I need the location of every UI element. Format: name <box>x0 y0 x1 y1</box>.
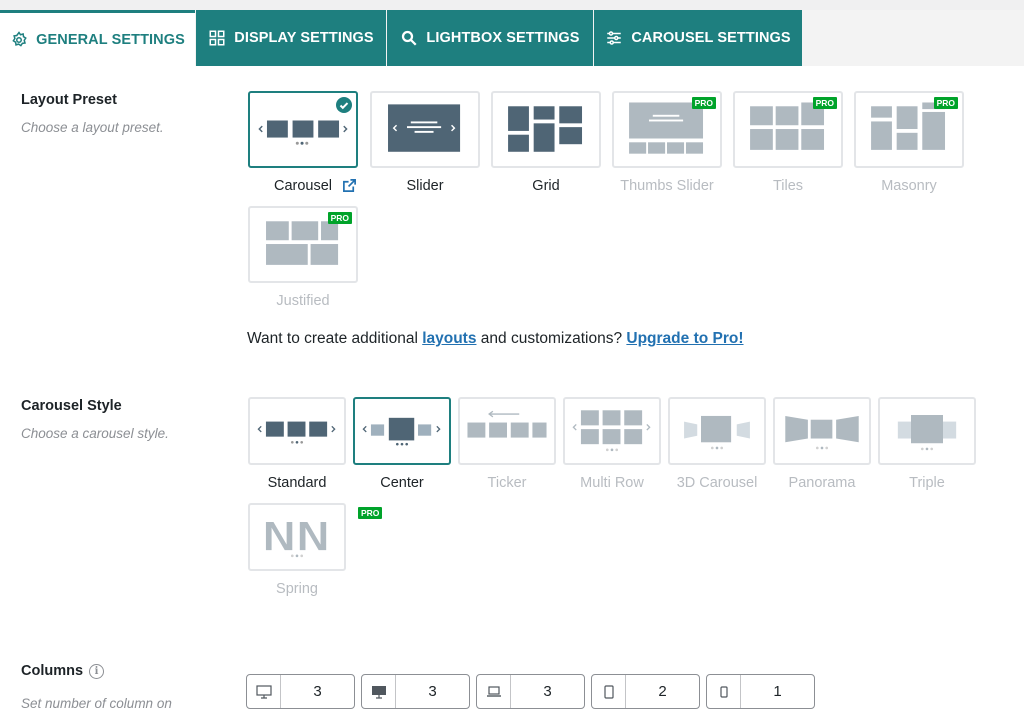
gear-icon <box>12 30 27 47</box>
carousel-style-standard[interactable] <box>248 397 346 465</box>
carousel-style-label-text: Ticker <box>487 475 527 491</box>
mobile-icon <box>707 675 741 708</box>
panorama-preview-icon <box>785 415 859 450</box>
layout-option-label: Grid <box>532 178 560 194</box>
carousel-style-multi-row[interactable] <box>563 397 661 465</box>
tab-lightbox-settings[interactable]: LIGHTBOX SETTINGS <box>387 10 593 66</box>
checkmark-icon <box>336 97 352 113</box>
triple-preview-icon <box>897 415 957 451</box>
tab-carousel-settings[interactable]: CAROUSEL SETTINGS <box>594 10 802 66</box>
search-icon <box>402 30 417 46</box>
pro-badge: PRO <box>933 97 958 109</box>
grid-preview-icon <box>508 106 583 152</box>
tab-label: CAROUSEL SETTINGS <box>631 30 791 46</box>
columns-value[interactable]: 3 <box>428 683 437 700</box>
carousel-style-label: Carousel Style <box>21 398 122 414</box>
tablet-icon <box>592 675 626 708</box>
carousel-style-panorama[interactable] <box>773 397 871 465</box>
layout-option-label: Masonry <box>881 178 937 194</box>
layout-option-justified[interactable]: PRO <box>248 206 358 283</box>
layouts-link[interactable]: layouts <box>422 330 477 347</box>
ticker-preview-icon <box>467 410 547 438</box>
carousel-style-label-text: Triple <box>909 475 945 491</box>
justified-preview-icon <box>266 221 339 265</box>
masonry-preview-icon <box>871 102 946 150</box>
layout-option-label: Tiles <box>772 178 804 194</box>
slider-preview-icon <box>388 104 461 152</box>
columns-value[interactable]: 3 <box>543 683 552 700</box>
tab-general-settings[interactable]: GENERAL SETTINGS <box>0 10 195 66</box>
layout-option-tiles[interactable]: PRO <box>733 91 843 168</box>
carousel-style-center[interactable] <box>353 397 451 465</box>
large-desktop-icon <box>247 675 281 708</box>
layout-option-label: Thumbs Slider <box>620 178 714 194</box>
carousel-style-label-text: Panorama <box>788 475 856 491</box>
layout-option-slider[interactable] <box>370 91 480 168</box>
carousel-style-description: Choose a carousel style. <box>21 426 169 441</box>
standard-preview-icon <box>257 421 336 444</box>
carousel-style-label-text: Center <box>380 475 424 491</box>
pro-badge: PRO <box>691 97 716 109</box>
carousel-style-triple[interactable] <box>878 397 976 465</box>
grid-icon <box>209 30 225 46</box>
carousel-style-ticker[interactable] <box>458 397 556 465</box>
layout-option-thumbs-slider[interactable]: PRO <box>612 91 722 168</box>
columns-label: Columns <box>21 663 84 679</box>
columns-description: Set number of column on <box>21 696 172 711</box>
sliders-icon <box>607 31 622 45</box>
tab-label: LIGHTBOX SETTINGS <box>426 30 580 46</box>
layout-preset-description: Choose a layout preset. <box>21 120 164 135</box>
external-link-icon[interactable] <box>342 178 357 193</box>
layout-option-grid[interactable] <box>491 91 601 168</box>
carousel-style-label-text: Multi Row <box>580 475 644 491</box>
pro-badge: PRO <box>358 507 383 519</box>
carousel-style-label-text: 3D Carousel <box>676 475 758 491</box>
multi-row-preview-icon <box>572 410 651 452</box>
tab-label: DISPLAY SETTINGS <box>234 30 374 46</box>
info-icon[interactable]: i <box>89 664 104 679</box>
columns-desktop-field[interactable]: 3 <box>361 674 470 709</box>
tab-display-settings[interactable]: DISPLAY SETTINGS <box>196 10 386 66</box>
3d-carousel-preview-icon <box>684 415 750 450</box>
center-preview-icon <box>362 417 441 446</box>
columns-laptop-field[interactable]: 3 <box>476 674 585 709</box>
columns-mobile-field[interactable]: 1 <box>706 674 815 709</box>
pro-badge: PRO <box>327 212 352 224</box>
laptop-icon <box>477 675 511 708</box>
columns-value[interactable]: 1 <box>773 683 782 700</box>
tiles-preview-icon <box>750 102 825 150</box>
carousel-preview-icon <box>258 120 348 145</box>
carousel-style-3d-carousel[interactable] <box>668 397 766 465</box>
layout-option-label: Slider <box>406 178 444 194</box>
columns-value[interactable]: 3 <box>313 683 322 700</box>
upgrade-message: Want to create additional layouts and cu… <box>247 330 744 348</box>
carousel-style-label-text: Spring <box>276 581 318 597</box>
columns-tablet-field[interactable]: 2 <box>591 674 700 709</box>
columns-value[interactable]: 2 <box>658 683 667 700</box>
carousel-style-spring[interactable] <box>248 503 346 571</box>
thumbs-slider-preview-icon <box>629 102 704 154</box>
columns-large-desktop-field[interactable]: 3 <box>246 674 355 709</box>
settings-tabs: GENERAL SETTINGS DISPLAY SETTINGS LIGHTB… <box>0 10 1024 66</box>
layout-option-masonry[interactable]: PRO <box>854 91 964 168</box>
upgrade-to-pro-link[interactable]: Upgrade to Pro! <box>626 330 744 347</box>
desktop-icon <box>362 675 396 708</box>
layout-option-label: Carousel <box>273 178 333 194</box>
carousel-style-label-text: Standard <box>267 475 327 491</box>
tab-label: GENERAL SETTINGS <box>36 31 185 48</box>
layout-option-label: Justified <box>276 293 330 309</box>
upgrade-middle: and customizations? <box>476 330 627 347</box>
layout-option-carousel[interactable] <box>248 91 358 168</box>
settings-panel: GENERAL SETTINGS DISPLAY SETTINGS LIGHTB… <box>0 10 1024 720</box>
pro-badge: PRO <box>812 97 837 109</box>
layout-preset-label: Layout Preset <box>21 92 117 108</box>
spring-preview-icon <box>265 521 327 558</box>
upgrade-prefix: Want to create additional <box>247 330 423 347</box>
